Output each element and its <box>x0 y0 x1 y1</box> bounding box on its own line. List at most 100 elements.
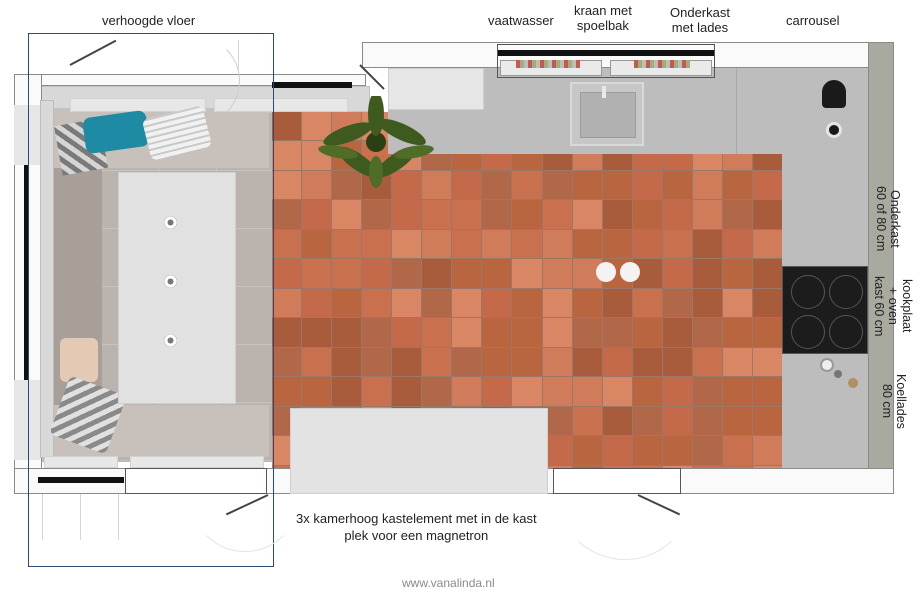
floor-tile <box>392 200 422 229</box>
counter-items <box>820 358 834 372</box>
label-base-cabinet-line2: 60 of 80 cm <box>874 186 888 252</box>
floor-tile <box>482 259 512 288</box>
lamp-icon <box>164 216 177 229</box>
label-base-cabinet: Onderkast 60 of 80 cm <box>874 186 902 251</box>
label-drawer-base: Onderkast met lades <box>670 5 730 35</box>
floor-tile <box>392 259 422 288</box>
floor-tile <box>632 170 662 200</box>
floor-tile <box>752 200 782 229</box>
floor-tile <box>572 200 602 229</box>
floor-tile <box>332 377 362 406</box>
floor-tile <box>572 406 602 436</box>
tall-cabinets <box>290 408 548 494</box>
window-frame-left-bottom <box>14 380 40 460</box>
floor-tile <box>392 170 422 200</box>
window-line-1 <box>42 494 43 540</box>
label-fridge-drawers: Koellades 80 cm <box>880 374 908 429</box>
floor-tile <box>332 288 362 318</box>
floor-tile <box>632 377 662 406</box>
floor-tile <box>422 318 452 347</box>
floor-tile <box>512 347 542 377</box>
floor-tile <box>632 406 662 436</box>
floor-tile <box>602 288 632 318</box>
floor-tile <box>542 200 572 229</box>
floor-tile <box>662 200 692 229</box>
floor-tile <box>602 318 632 347</box>
floor-tile <box>302 259 332 288</box>
lamp-icon <box>164 334 177 347</box>
lamp-icon <box>164 275 177 288</box>
floor-tile <box>482 318 512 347</box>
floor-tile <box>362 377 392 406</box>
floor-tile <box>332 200 362 229</box>
sink-icon <box>570 82 644 146</box>
floor-tile <box>422 259 452 288</box>
floor-tile <box>302 318 332 347</box>
floor-tile <box>752 170 782 200</box>
raised-floor-outline <box>28 33 274 567</box>
floor-tile <box>332 259 362 288</box>
tiled-floor <box>272 112 782 494</box>
dishwasher-strip <box>497 50 715 56</box>
floor-tile <box>722 229 752 259</box>
counter-items-2 <box>848 378 858 388</box>
right-wall <box>868 42 894 494</box>
label-tap-sink: kraan met spoelbak <box>574 3 632 33</box>
floor-tile <box>572 229 602 259</box>
floor-tile <box>392 288 422 318</box>
floor-tile <box>362 288 392 318</box>
cushion-beige <box>60 338 98 382</box>
floor-tile <box>692 288 722 318</box>
label-fridge-drawers-line2: 80 cm <box>880 384 894 419</box>
floor-tile <box>542 229 572 259</box>
floor-tile <box>572 377 602 406</box>
floor-tile <box>272 347 302 377</box>
label-hob-oven-line2: + oven <box>886 287 900 326</box>
floor-tile <box>542 259 572 288</box>
floor-tile <box>572 288 602 318</box>
floor-tile <box>362 200 392 229</box>
floor-tile <box>752 288 782 318</box>
floor-tile <box>452 229 482 259</box>
floor-tile <box>452 200 482 229</box>
floor-tile <box>662 406 692 436</box>
dining-table <box>118 172 236 404</box>
floor-tile <box>302 288 332 318</box>
floor-tile <box>662 288 692 318</box>
floor-tile <box>692 347 722 377</box>
window-line-4 <box>238 40 239 74</box>
floor-tile <box>662 318 692 347</box>
floor-tile <box>692 259 722 288</box>
label-base-cabinet-line1: Onderkast <box>888 189 902 248</box>
floor-tile <box>482 377 512 406</box>
window-line-3 <box>118 494 119 540</box>
floor-tile <box>392 229 422 259</box>
floor-tile <box>302 229 332 259</box>
floor-tile <box>662 170 692 200</box>
floor-tile <box>662 347 692 377</box>
floor-tile <box>332 318 362 347</box>
label-drawer-base-line2: met lades <box>671 20 729 35</box>
floor-tile <box>482 288 512 318</box>
floor-tile <box>512 170 542 200</box>
floor-tile <box>662 377 692 406</box>
plant-icon <box>318 96 434 188</box>
dishwasher-rack <box>497 44 715 78</box>
door-swing-arc-bottom <box>190 442 300 552</box>
stool <box>596 262 616 282</box>
floor-tile <box>332 170 362 200</box>
floor-tile <box>512 377 542 406</box>
floor-tile <box>692 318 722 347</box>
label-dishwasher: vaatwasser <box>488 13 554 28</box>
floor-tile <box>422 288 452 318</box>
floor-tile <box>482 229 512 259</box>
floor-tile <box>482 347 512 377</box>
floor-tile <box>692 200 722 229</box>
floor-tile <box>542 288 572 318</box>
countertop-divider <box>736 68 737 154</box>
floor-tile <box>452 259 482 288</box>
door-swing-arc-bottom-2 <box>560 440 690 560</box>
floor-tile <box>302 347 332 377</box>
floor-tile <box>542 347 572 377</box>
floor-tile <box>332 347 362 377</box>
